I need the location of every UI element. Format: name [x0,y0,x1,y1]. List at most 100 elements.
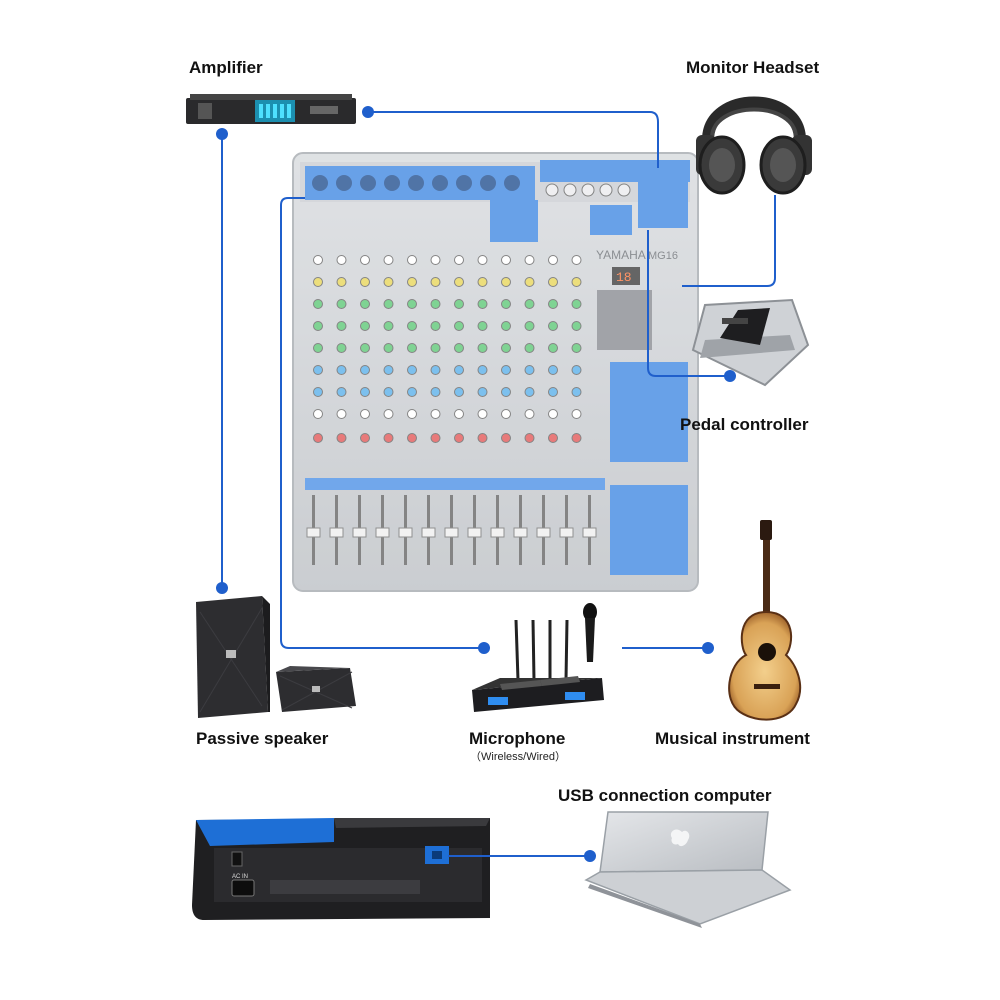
fader-cap [307,528,320,537]
mixer-knob [314,366,323,375]
amplifier-label: Amplifier [189,58,263,78]
mixer-knob [314,256,323,265]
mixer-knob [361,300,370,309]
dot-pedal [724,370,736,382]
mixer: YAMAHA MG16 18 [293,153,698,591]
mixer-knob [478,410,487,419]
mixer-knob [502,344,511,353]
mixer-knob [502,434,511,443]
mixer-knob [572,344,581,353]
mixer-knob [337,410,346,419]
mixer-knob [408,322,417,331]
mixer-knob [408,344,417,353]
mixer-knob [549,278,558,287]
mixer-knob [478,388,487,397]
mixer-knob [408,388,417,397]
fader-cap [514,528,527,537]
fader-cap [353,528,366,537]
mixer-knob [549,366,558,375]
mixer-knob [337,434,346,443]
fader-cap [445,528,458,537]
mixer-knob [361,366,370,375]
fader-cap [330,528,343,537]
mixer-knob [384,322,393,331]
mixer-knob [455,278,464,287]
fader-cap [583,528,596,537]
mixer-knob [314,278,323,287]
mixer-knob [431,388,440,397]
dot-amp-out [362,106,374,118]
mixer-knob [384,434,393,443]
mixer-knob [408,410,417,419]
mixer-knob [549,410,558,419]
mixer-knob [337,278,346,287]
mixer-knob [361,344,370,353]
mixer-knob [337,366,346,375]
mixer-knob [337,322,346,331]
mixer-knob [361,410,370,419]
mixer-knob [572,322,581,331]
mixer-knob [408,366,417,375]
mixer-knob [337,256,346,265]
dot-speaker [216,582,228,594]
fader-cap [468,528,481,537]
mixer-knob [431,256,440,265]
mixer-knob [572,278,581,287]
mixer-knob [384,410,393,419]
mixer-knob [525,366,534,375]
mixer-knob [478,278,487,287]
dot-mic [478,642,490,654]
mixer-knob [525,322,534,331]
mixer-knob [525,278,534,287]
dot-amp [216,128,228,140]
mixer-knob [525,300,534,309]
mixer-knob [314,434,323,443]
fader-cap [537,528,550,537]
mixer-knob [431,278,440,287]
mixer-knob [572,388,581,397]
mixer-knob [408,300,417,309]
mixer-knob [478,256,487,265]
microphone-sub-label: （Wireless/Wired） [470,748,566,764]
musical-instrument-label: Musical instrument [655,729,810,749]
mixer-knob [502,410,511,419]
mixer-knob [455,256,464,265]
mixer-knob [525,434,534,443]
usb-computer-label: USB connection computer [558,786,771,806]
mixer-knob [384,300,393,309]
mixer-rear-panel: AC IN [192,818,490,920]
mixer-knob [384,344,393,353]
mixer-knob [384,256,393,265]
mixer-knob [384,366,393,375]
fader-cap [399,528,412,537]
mixer-brand: YAMAHA [596,248,646,262]
pedal-controller-label: Pedal controller [680,415,808,435]
mixer-knob [361,434,370,443]
fader-cap [491,528,504,537]
mixer-knob [314,388,323,397]
wireless-microphone-icon [472,603,604,712]
mixer-knob [549,256,558,265]
mixer-knob [431,300,440,309]
mixer-knob [478,322,487,331]
mixer-knob [455,300,464,309]
foot-pedal-icon [693,300,808,385]
mixer-knob [384,278,393,287]
mixer-knob [314,410,323,419]
mixer-knob [502,300,511,309]
mixer-display: 18 [616,270,632,285]
mixer-knob [431,410,440,419]
amplifier-device [186,94,356,124]
monitor-headset-label: Monitor Headset [686,58,819,78]
mixer-knob [549,344,558,353]
mixer-knob [502,322,511,331]
fader-cap [422,528,435,537]
mixer-knob [502,278,511,287]
mixer-knob [478,366,487,375]
headphones-icon [696,103,812,194]
passive-speaker-label: Passive speaker [196,729,328,749]
mixer-knob [361,322,370,331]
mixer-knob [431,366,440,375]
mixer-knob [478,434,487,443]
